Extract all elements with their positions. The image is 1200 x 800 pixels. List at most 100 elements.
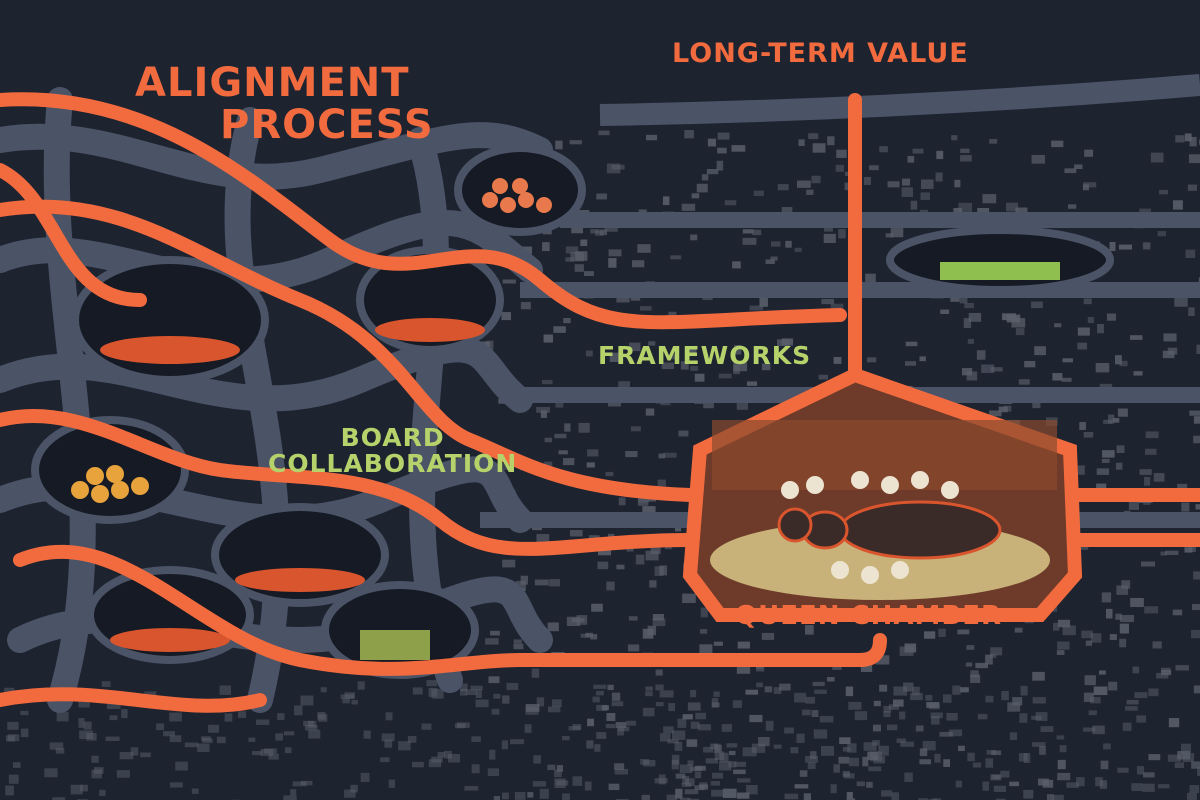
soil-stone [770, 256, 778, 261]
soil-stone [471, 736, 481, 742]
soil-stone [717, 132, 730, 140]
soil-stone [690, 721, 700, 729]
soil-stone [1131, 783, 1143, 792]
soil-stone [976, 350, 986, 360]
soil-stone [486, 340, 494, 350]
soil-stone [510, 739, 525, 745]
soil-stone [899, 711, 906, 720]
soil-stone [711, 772, 724, 779]
soil-stone [490, 630, 500, 636]
soil-stone [959, 295, 968, 304]
soil-stone [1052, 373, 1063, 381]
soil-stone [1163, 333, 1177, 342]
soil-stone [586, 462, 595, 468]
soil-stone [1090, 633, 1102, 643]
label-line: PROCESS [220, 102, 434, 148]
soil-stone [1128, 501, 1140, 510]
soil-stone [255, 719, 270, 725]
soil-stone [732, 700, 742, 708]
soil-stone [930, 712, 943, 719]
soil-stone [558, 450, 568, 455]
soil-stone [1184, 547, 1193, 553]
soil-stone [814, 689, 827, 694]
soil-stone [796, 733, 805, 743]
soil-stone [691, 193, 700, 199]
soil-stone [671, 759, 679, 770]
soil-stone [501, 740, 508, 750]
soil-stone [544, 437, 553, 443]
soil-stone [784, 793, 799, 800]
soil-stone [675, 773, 686, 779]
soil-stone [985, 758, 994, 768]
soil-stone [251, 751, 263, 756]
soil-stone [1011, 318, 1026, 328]
soil-stone [93, 767, 104, 774]
soil-stone [975, 662, 988, 669]
soil-stone [836, 149, 847, 158]
soil-stone [1046, 794, 1054, 800]
soil-stone [277, 713, 285, 720]
soil-stone [733, 345, 742, 355]
soil-stone [736, 400, 748, 410]
soil-stone [668, 703, 676, 712]
soil-stone [1143, 500, 1151, 505]
soil-stone [1015, 328, 1025, 336]
soil-stone [1144, 476, 1151, 486]
soil-stone [733, 362, 748, 372]
soil-stone [1100, 760, 1109, 770]
soil-stone [1056, 735, 1065, 740]
soil-stone [1189, 785, 1200, 794]
soil-stone [759, 297, 768, 307]
soil-stone [591, 603, 603, 612]
soil-stone [475, 699, 489, 708]
soil-stone [966, 645, 975, 650]
soil-stone [701, 174, 709, 181]
soil-stone [1101, 592, 1112, 603]
soil-stone [675, 788, 683, 799]
soil-stone [833, 356, 842, 364]
soil-stone [1018, 753, 1028, 762]
soil-stone [940, 309, 950, 314]
soil-stone [596, 704, 608, 711]
soil-stone [951, 135, 958, 141]
soil-stone [606, 581, 615, 591]
soil-stone [20, 710, 29, 716]
soil-stone [1132, 666, 1140, 674]
soil-stone [91, 755, 99, 763]
soil-stone [1119, 360, 1128, 367]
soil-stone [714, 751, 725, 761]
soil-stone [614, 768, 628, 775]
soil-stone [985, 654, 993, 665]
soil-stone [1117, 767, 1129, 773]
soil-stone [632, 260, 645, 268]
soil-stone [682, 593, 696, 603]
soil-stone [781, 338, 794, 346]
soil-stone [44, 768, 58, 778]
soil-stone [531, 668, 540, 678]
soil-stone [556, 765, 564, 772]
soil-stone [839, 737, 851, 745]
soil-stone [1095, 777, 1103, 787]
soil-stone [734, 761, 747, 767]
soil-stone [630, 426, 641, 432]
soil-stone [722, 788, 737, 798]
soil-stone [412, 761, 424, 768]
soil-stone [1076, 777, 1085, 787]
soil-stone [513, 639, 522, 644]
soil-stone [803, 793, 812, 800]
soil-stone [590, 229, 600, 234]
soil-stone [900, 741, 914, 747]
soil-stone [929, 798, 938, 800]
soil-stone [990, 647, 1003, 656]
soil-stone [998, 406, 1008, 413]
soil-stone [1130, 335, 1143, 340]
soil-stone [796, 180, 811, 188]
soil-stone [707, 138, 716, 147]
soil-stone [1105, 608, 1113, 619]
soil-stone [320, 687, 327, 693]
soil-stone [572, 724, 582, 730]
soil-stone [308, 729, 321, 739]
soil-stone [604, 226, 618, 232]
soil-stone [1153, 473, 1165, 482]
